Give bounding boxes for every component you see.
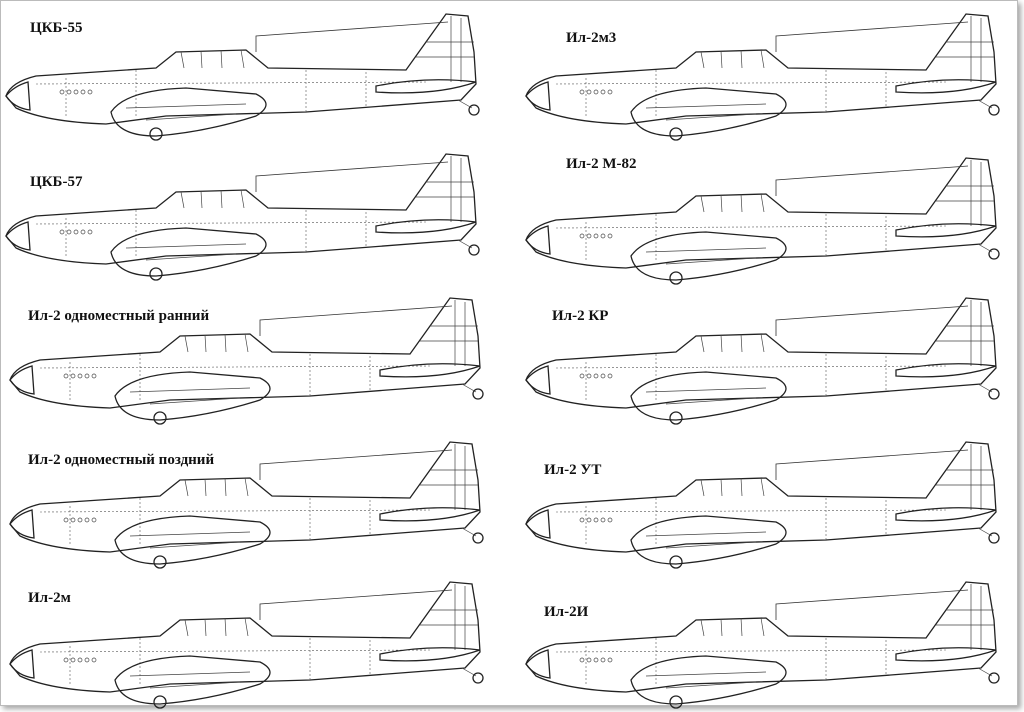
aircraft-profile-il2-single-late: [9, 441, 484, 569]
aircraft-profile-il2-kr: [525, 297, 1000, 425]
aircraft-profile-il2-single-early: [9, 297, 484, 425]
variant-label-il2-m82: Ил-2 М-82: [566, 156, 637, 172]
aircraft-profile-il2-m82: [525, 157, 1000, 285]
variant-label-il2m3: Ил-2м3: [566, 30, 617, 46]
aircraft-profile-il2m3: [525, 13, 1000, 141]
variant-label-il2i: Ил-2И: [544, 604, 589, 620]
aircraft-profile-il2m: [9, 581, 484, 709]
variant-label-tsk-57: ЦКБ-57: [30, 174, 83, 190]
variant-label-il2-ut: Ил-2 УТ: [544, 462, 602, 478]
variant-label-il2m: Ил-2м: [28, 590, 71, 606]
aircraft-profile-il2-ut: [525, 441, 1000, 569]
aircraft-profile-tsk-55: [5, 13, 480, 141]
variant-label-tsk-55: ЦКБ-55: [30, 20, 83, 36]
variant-label-il2-single-early: Ил-2 одноместный ранний: [28, 308, 210, 324]
variant-label-il2-single-late: Ил-2 одноместный поздний: [28, 452, 215, 468]
aircraft-profile-il2i: [525, 581, 1000, 709]
variant-label-il2-kr: Ил-2 КР: [552, 308, 609, 324]
aircraft-profile-tsk-57: [5, 153, 480, 281]
